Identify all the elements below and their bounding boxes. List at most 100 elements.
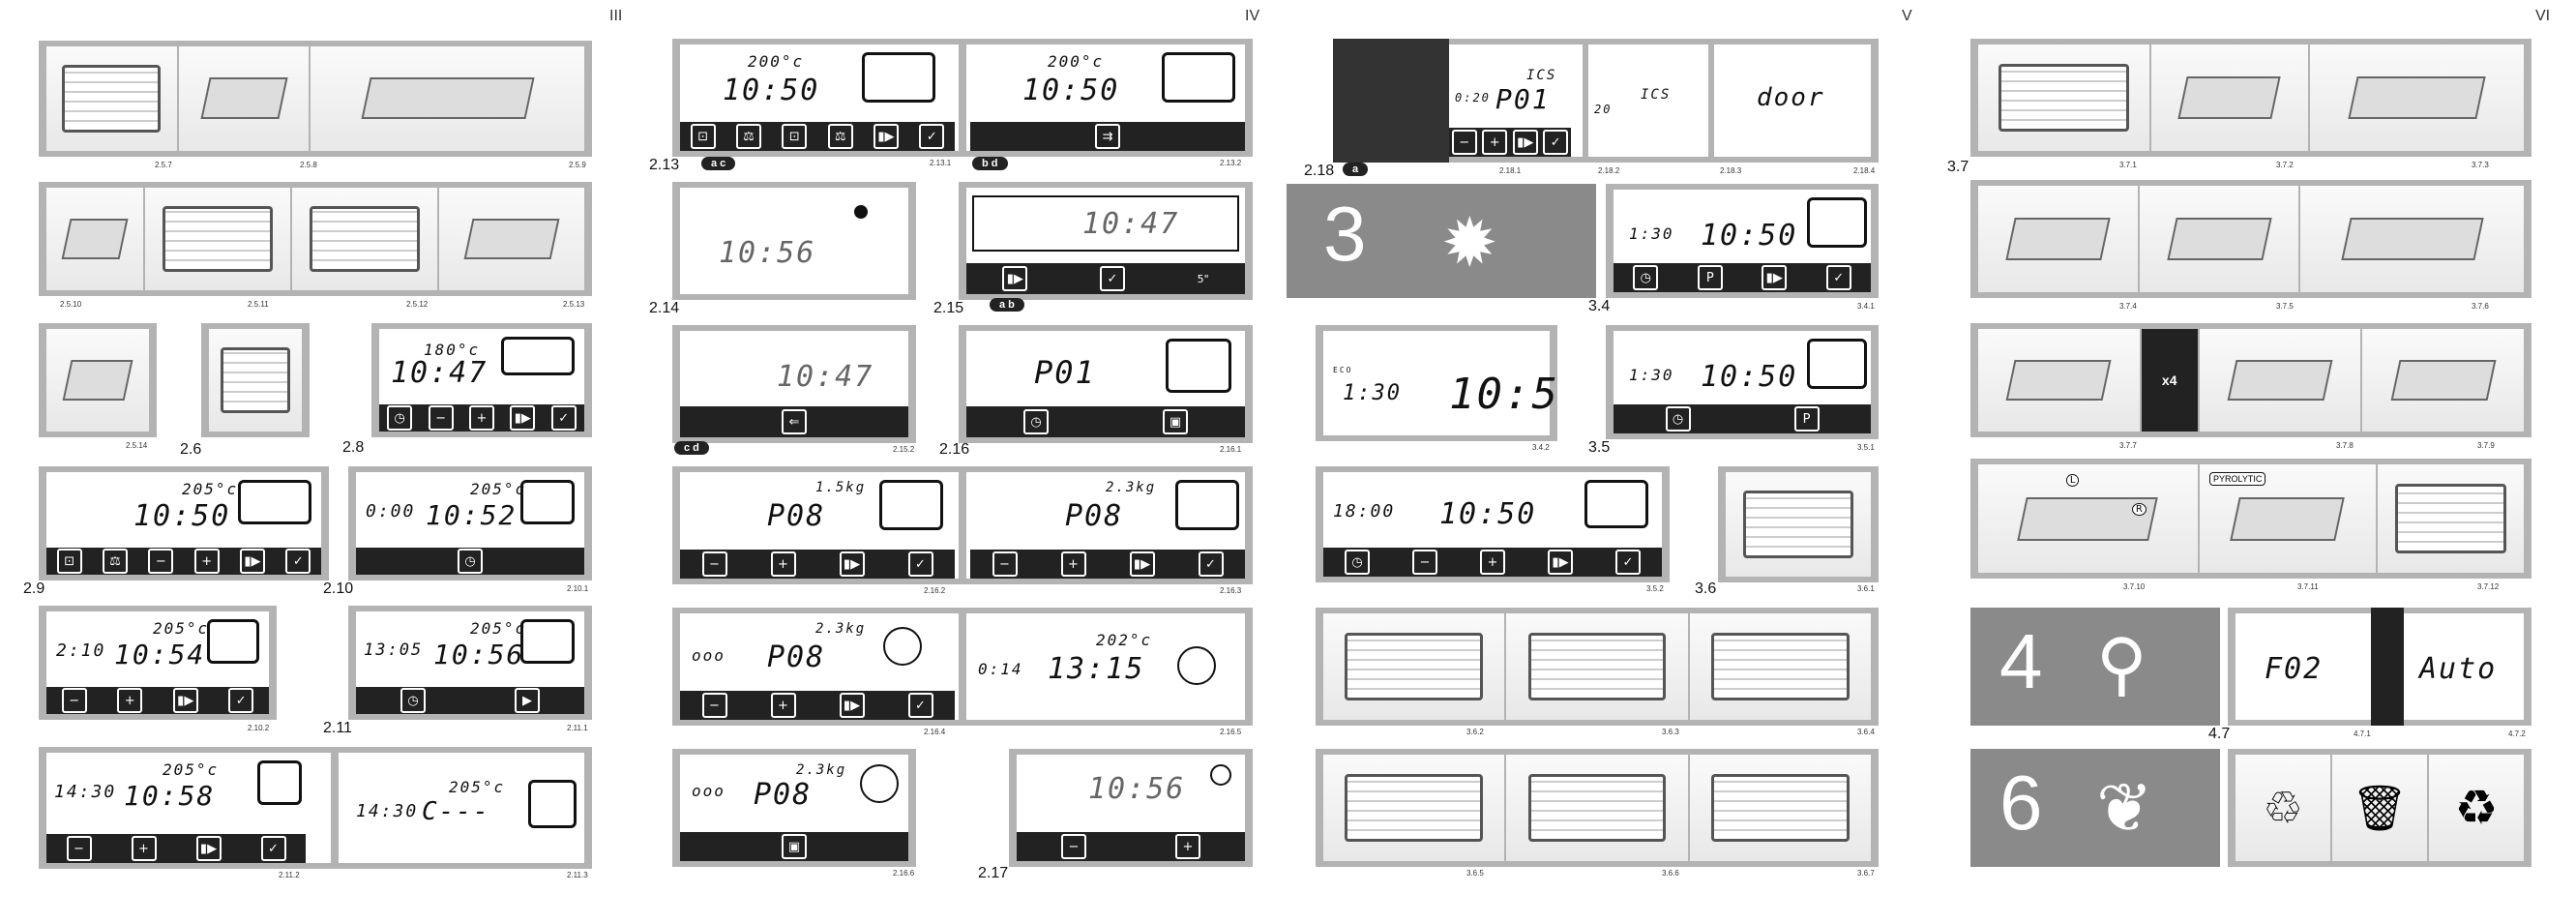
page-number: VI xyxy=(2535,8,2551,24)
cleaning-image xyxy=(1506,755,1690,861)
minus-key-icon[interactable]: − xyxy=(1412,550,1437,575)
time-readout: 10:50 xyxy=(1022,74,1120,107)
confirm-key-icon[interactable]: ✓ xyxy=(919,124,945,149)
mode-key-icon[interactable]: ⊡ xyxy=(782,124,808,149)
section-number: 4 xyxy=(1999,618,2043,704)
weight-readout: 1.5kg xyxy=(815,480,867,495)
fig-num: 2.5.13 xyxy=(563,300,585,309)
confirm-key-icon[interactable]: ✓ xyxy=(260,836,286,861)
fig-num: 2.5.12 xyxy=(406,300,429,309)
oven-tray-image xyxy=(292,188,439,290)
service-icon xyxy=(2371,608,2404,726)
page-vi: VI 3.7 3.7.1 3.7.2 3.7.3 3.7.4 3.7.5 3.7… xyxy=(1930,0,2576,923)
mode-key-icon[interactable]: ⊡ xyxy=(690,124,716,149)
clock-key-icon[interactable]: ◷ xyxy=(1023,409,1049,434)
confirm-key-icon[interactable]: ✓ xyxy=(907,693,933,718)
confirm-key-icon[interactable]: ✓ xyxy=(285,549,311,574)
clock-key-icon[interactable]: ◷ xyxy=(1345,550,1370,575)
plus-key-icon[interactable]: + xyxy=(1175,834,1200,859)
book-key-icon[interactable]: ▣ xyxy=(1163,409,1188,434)
minus-key-icon[interactable]: − xyxy=(992,551,1018,577)
clock-key-icon[interactable]: ◷ xyxy=(458,549,483,574)
clock-key-icon[interactable]: ◷ xyxy=(387,405,413,431)
mode-key-icon[interactable]: ⊡ xyxy=(56,549,82,574)
panel-3-7-10-to-12: L R PYROLYTIC xyxy=(1970,459,2532,579)
start-stop-key-icon[interactable]: ▮▶ xyxy=(839,551,865,577)
start-stop-key-icon[interactable]: ▮▶ xyxy=(1002,266,1028,291)
confirm-key-icon[interactable]: ✓ xyxy=(550,405,577,431)
weight-key-icon[interactable]: ⚖ xyxy=(102,549,128,574)
clock-key-icon[interactable]: ◷ xyxy=(1633,265,1659,290)
weight-key-icon[interactable]: ⚖ xyxy=(827,124,853,149)
fig-num: 3.6.3 xyxy=(1662,728,1679,736)
minus-key-icon[interactable]: − xyxy=(701,693,727,718)
start-stop-key-icon[interactable]: ▮▶ xyxy=(1129,551,1155,577)
minus-key-icon[interactable]: − xyxy=(66,836,92,861)
confirm-key-icon[interactable]: ✓ xyxy=(228,688,254,713)
oven-icon xyxy=(862,52,935,103)
start-stop-key-icon[interactable]: ▮▶ xyxy=(1512,130,1538,155)
start-stop-key-icon[interactable]: ▮▶ xyxy=(839,693,865,718)
start-stop-key-icon[interactable]: ▮▶ xyxy=(873,124,899,149)
small-readout: 18:00 xyxy=(1333,501,1396,521)
fig-label: 2.6 xyxy=(180,441,202,458)
back-key-icon[interactable]: ⇐ xyxy=(782,409,807,434)
plus-key-icon[interactable]: + xyxy=(131,836,157,861)
clock-key-icon[interactable]: ◷ xyxy=(400,688,426,713)
confirm-key-icon[interactable]: ✓ xyxy=(1543,130,1569,155)
plus-key-icon[interactable]: + xyxy=(117,688,143,713)
weight-key-icon[interactable]: ⚖ xyxy=(735,124,761,149)
confirm-key-icon[interactable]: ✓ xyxy=(1099,266,1125,291)
plus-key-icon[interactable]: + xyxy=(770,551,796,577)
fig-num: 3.7.3 xyxy=(2472,161,2489,169)
plus-key-icon[interactable]: + xyxy=(1482,130,1508,155)
clock-key-icon[interactable]: ◷ xyxy=(1665,406,1691,432)
time-readout: 13:15 xyxy=(1048,652,1145,686)
plus-key-icon[interactable]: + xyxy=(770,693,796,718)
minus-key-icon[interactable]: − xyxy=(701,551,727,577)
fan-icon xyxy=(860,764,899,803)
start-stop-key-icon[interactable]: ▮▶ xyxy=(172,688,198,713)
plus-key-icon[interactable]: + xyxy=(1480,550,1505,575)
panel-2-5-10-to-13 xyxy=(39,182,592,296)
minus-key-icon[interactable]: − xyxy=(1451,130,1477,155)
minus-key-icon[interactable]: − xyxy=(61,688,87,713)
plus-key-icon[interactable]: + xyxy=(193,549,220,574)
start-stop-key-icon[interactable]: ▮▶ xyxy=(239,549,265,574)
start-stop-key-icon[interactable]: ▮▶ xyxy=(195,836,222,861)
plus-key-icon[interactable]: + xyxy=(468,405,494,431)
panel-3-7-4-to-6 xyxy=(1970,180,2532,298)
fig-num: 2.16.6 xyxy=(893,869,915,878)
fig-num: 3.6.6 xyxy=(1662,869,1679,878)
glass-panel-image xyxy=(2139,186,2301,292)
start-stop-key-icon[interactable]: ▮▶ xyxy=(1548,550,1573,575)
small-readout: ooo xyxy=(692,646,725,665)
panel-3-7 xyxy=(1970,39,2532,157)
panel-2-18: 0:20 ICS P01 20 ICS door − + ▮▶ ✓ xyxy=(1333,39,1879,163)
fig-label: 2.11 xyxy=(323,720,352,736)
time-readout: 10:56 xyxy=(1088,772,1186,806)
minus-key-icon[interactable]: − xyxy=(148,549,174,574)
confirm-key-icon[interactable]: ✓ xyxy=(907,551,933,577)
panel-2-10-2: 2:10 205°c 10:54 − + ▮▶ ✓ xyxy=(39,606,277,720)
plus-key-icon[interactable]: + xyxy=(1060,551,1086,577)
minus-key-icon[interactable]: − xyxy=(1061,834,1086,859)
fast-heat-key-icon[interactable]: ⇉ xyxy=(1095,124,1120,149)
program-readout: P08 xyxy=(767,640,826,674)
confirm-key-icon[interactable]: ✓ xyxy=(1198,551,1224,577)
small-readout: 0:14 xyxy=(978,660,1023,678)
pyro-key-icon[interactable]: P xyxy=(1697,265,1723,290)
confirm-key-icon[interactable]: ✓ xyxy=(1825,265,1851,290)
fig-num: 2.16.4 xyxy=(924,728,946,736)
confirm-key-icon[interactable]: ✓ xyxy=(1615,550,1641,575)
minus-key-icon[interactable]: − xyxy=(428,405,454,431)
fig-num: 2.16.1 xyxy=(1220,445,1242,454)
start-key-icon[interactable]: ▶ xyxy=(515,688,540,713)
control-bar: ⇉ xyxy=(970,122,1245,151)
pyro-key-icon[interactable]: P xyxy=(1793,406,1820,432)
fig-num: 3.6.4 xyxy=(1857,728,1875,736)
start-stop-key-icon[interactable]: ▮▶ xyxy=(1762,265,1788,290)
start-stop-key-icon[interactable]: ▮▶ xyxy=(510,405,536,431)
book-key-icon[interactable]: ▣ xyxy=(782,834,807,859)
fig-num: 3.7.12 xyxy=(2477,582,2500,591)
